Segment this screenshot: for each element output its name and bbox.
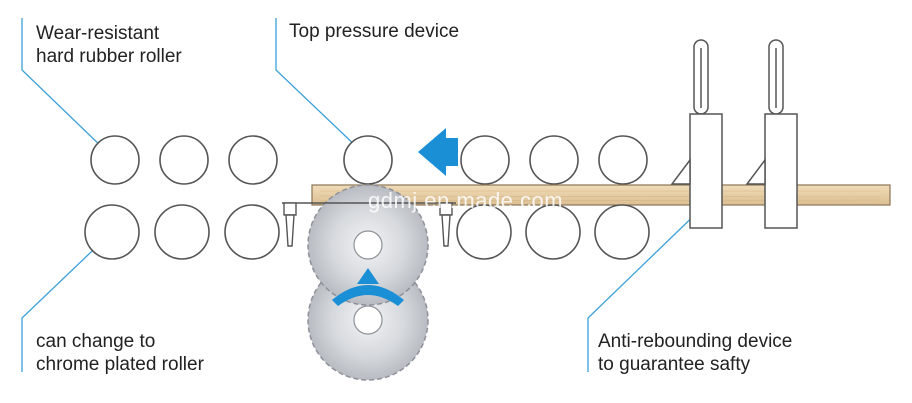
saw-blade-upper: [307, 184, 429, 306]
bottom-roller: [456, 204, 512, 260]
blade-rotation-arrow-icon: [332, 285, 404, 306]
top-roller: [159, 135, 209, 185]
leader-line-top-roller: [21, 18, 106, 151]
label-hard-rubber-roller: Wear-resistant hard rubber roller: [36, 22, 182, 68]
bottom-rollers: [84, 204, 650, 260]
label-top-pressure-device: Top pressure device: [289, 21, 460, 42]
top-roller: [529, 135, 579, 185]
label-line: hard rubber roller: [36, 46, 182, 67]
leader-line-bottom-roller: [21, 231, 113, 372]
top-roller: [460, 135, 510, 185]
leader-line-pressure: [275, 18, 361, 151]
watermark: gdmj.en.made.com: [368, 188, 564, 213]
label-line: to guarantee safty: [598, 354, 751, 375]
feed-arrow-icon: [418, 128, 458, 176]
bottom-roller: [224, 204, 280, 260]
anti-rebound-device-1: [670, 39, 723, 229]
top-roller: [90, 135, 140, 185]
top-rollers: [90, 135, 648, 185]
leader-lines: [21, 18, 706, 372]
top-roller: [598, 135, 648, 185]
bottom-roller: [84, 204, 140, 260]
blade-housing: [282, 202, 456, 247]
anti-rebound-device-2: [745, 39, 798, 229]
leader-line-anti-rebound: [587, 204, 706, 372]
label-line: can change to: [36, 331, 156, 352]
bottom-roller: [154, 204, 210, 260]
label-anti-rebounding-device: Anti-rebounding device to guarantee saft…: [598, 330, 792, 376]
top-roller: [228, 135, 278, 185]
bottom-roller: [594, 204, 650, 260]
label-line: Wear-resistant: [36, 23, 160, 44]
label-chrome-plated-roller: can change to chrome plated roller: [36, 330, 204, 376]
bottom-roller: [525, 204, 581, 260]
label-line: Anti-rebounding device: [598, 331, 793, 352]
label-line: chrome plated roller: [36, 354, 204, 375]
top-roller: [343, 135, 393, 185]
